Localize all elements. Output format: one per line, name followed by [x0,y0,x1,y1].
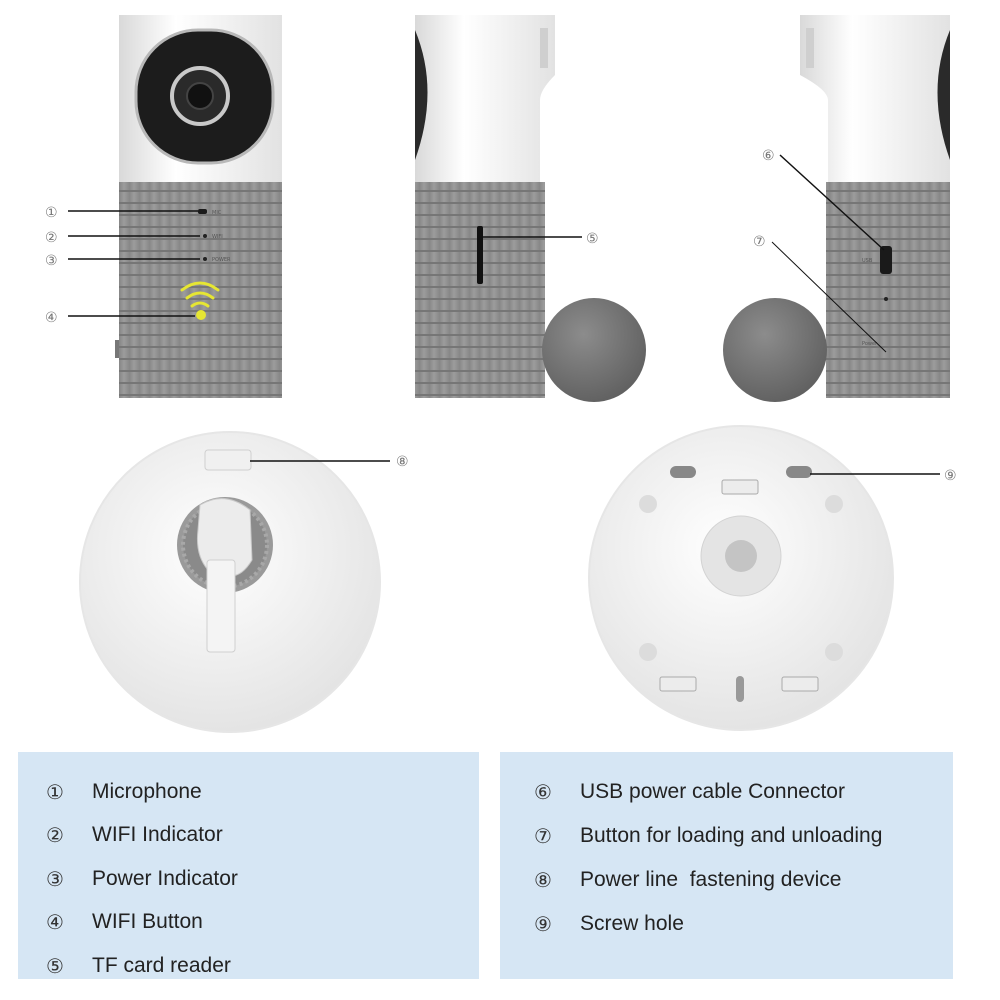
reset-button [884,297,888,301]
callout-8: ⑧ [396,454,409,470]
mount-ball-right [723,298,827,402]
svg-text:POWER: POWER [212,257,231,263]
callout-6: ⑥ [762,148,775,164]
product-diagram: MIC WIFI POWER ① ② ③ ④ ⑤ [45,15,957,733]
svg-text:Power: Power [862,341,878,347]
mic-print: MIC [212,210,222,216]
wifi-led [203,234,207,238]
cable-clip [204,449,252,471]
side-view-usb: USB Power ⑥ ⑦ [723,15,950,402]
mic-hole [198,209,207,214]
svg-text:WIFI: WIFI [212,234,223,240]
callout-7: ⑦ [753,234,766,250]
usb-port [880,246,892,274]
callout-9: ⑨ [944,468,957,484]
power-led [203,257,207,261]
svg-text:USB: USB [862,258,873,264]
wifi-button-icon [180,281,220,308]
callout-3: ③ [45,253,58,269]
tf-card-slot [477,226,483,284]
screw-hole [670,466,696,478]
callout-2: ② [45,230,58,246]
mount-front: ⑧ [79,431,409,733]
callout-4: ④ [45,310,58,326]
screw-hole [786,466,812,478]
mount-ball [542,298,646,402]
callout-5: ⑤ [586,231,599,247]
callout-1: ① [45,205,58,221]
mount-base: ⑨ [588,425,957,731]
side-view-tf: ⑤ [415,15,646,402]
front-view: MIC WIFI POWER ① ② ③ ④ [45,15,282,398]
